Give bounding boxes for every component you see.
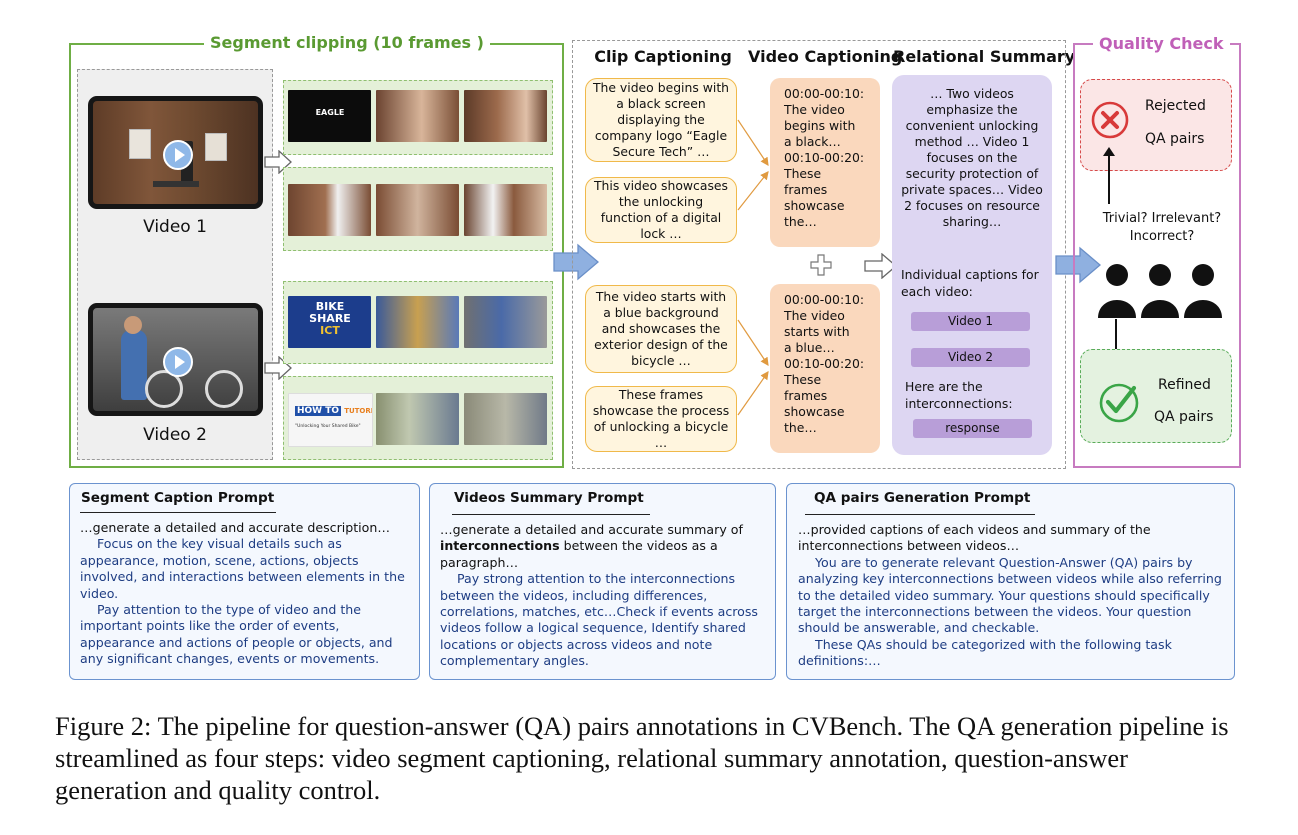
frame-thumbnail[interactable]: [464, 90, 547, 142]
rejected-label-line2: QA pairs: [1145, 131, 1205, 147]
clip-caption-1: The video begins with a black screen dis…: [585, 78, 737, 162]
video-1-pill: Video 1: [911, 312, 1030, 331]
prompt-body: …generate a detailed and accurate summar…: [440, 522, 773, 670]
video-2-label: Video 2: [143, 425, 207, 445]
frames-row-2: [283, 167, 553, 251]
video-2-pill: Video 2: [911, 348, 1030, 367]
prompt-intro-bold: interconnections: [440, 538, 560, 554]
arrow-captions-to-summary: [864, 253, 897, 279]
clip-caption-3: The video starts with a blue background …: [585, 285, 737, 373]
prompt-title: Videos Summary Prompt: [454, 490, 644, 506]
clip-caption-4: These frames showcase the process of unl…: [585, 386, 737, 452]
how-to-subtitle: "Unlocking Your Shared Bike": [295, 424, 361, 429]
door-poster: [205, 133, 227, 161]
eagle-logo-icon: EAGLE: [315, 108, 345, 117]
quality-question: Trivial? Irrelevant? Incorrect?: [1102, 211, 1222, 244]
bicycle-wheel: [145, 370, 183, 408]
frame-thumbnail[interactable]: [376, 393, 459, 445]
door-poster: [129, 129, 151, 159]
video-1-label: Video 1: [143, 217, 207, 237]
prompt-intro: …generate a detailed and accurate summar…: [440, 522, 773, 571]
rejected-label-line1: Rejected: [1145, 98, 1206, 114]
reviewers-icon: [1098, 264, 1222, 318]
prompt-paragraph: Pay attention to the type of video and t…: [80, 602, 393, 667]
frames-row-4: HOW TO TUTORIAL "Unlocking Your Shared B…: [283, 376, 553, 460]
frame-thumbnail[interactable]: EAGLE: [288, 90, 371, 142]
prompt-title: Segment Caption Prompt: [81, 490, 275, 506]
segment-caption-prompt: Segment Caption Prompt …generate a detai…: [69, 483, 420, 680]
frame-thumbnail[interactable]: [464, 296, 547, 348]
arrow-segment-to-captioning: [553, 243, 600, 281]
video-captioning-title: Video Captioning: [748, 47, 903, 66]
individual-captions-label: Individual captions for each video:: [901, 267, 1039, 299]
prompt-paragraph: These QAs should be categorized with the…: [798, 636, 1172, 669]
prompt-title-underline: [805, 514, 1035, 516]
bike-share-word: BIKE: [315, 300, 345, 313]
person-figure: [121, 330, 147, 400]
prompt-intro-a: …generate a detailed and accurate summar…: [440, 522, 743, 537]
relational-summary-text: … Two videos emphasize the convenient un…: [901, 86, 1043, 229]
prompt-paragraph: Focus on the key visual details such as …: [80, 536, 405, 601]
frame-thumbnail[interactable]: BIKE SHARE ICT: [288, 296, 371, 348]
how-to-word: HOW TO: [295, 406, 342, 416]
video-2-thumbnail[interactable]: [88, 303, 263, 416]
video-1-thumbnail[interactable]: [88, 96, 263, 209]
frame-thumbnail[interactable]: [288, 184, 371, 236]
frame-thumbnail[interactable]: [464, 393, 547, 445]
clip-caption-2: This video showcases the unlocking funct…: [585, 177, 737, 243]
caption-connectors: [737, 119, 769, 416]
figure-caption: Figure 2: The pipeline for question-answ…: [55, 711, 1229, 805]
prompt-body: …generate a detailed and accurate descri…: [80, 520, 415, 668]
prompt-intro-b: between the videos as a paragraph…: [440, 538, 718, 570]
frames-row-3: BIKE SHARE ICT: [283, 281, 553, 364]
tutorial-word: TUTORIAL: [344, 407, 373, 415]
response-pill: response: [913, 419, 1032, 438]
prompt-intro: …generate a detailed and accurate descri…: [80, 520, 390, 535]
how-to-logo-text: HOW TO TUTORIAL: [295, 406, 373, 416]
prompt-title-underline: [452, 514, 650, 516]
qa-generation-prompt: QA pairs Generation Prompt …provided cap…: [786, 483, 1235, 680]
frame-thumbnail[interactable]: [376, 184, 459, 236]
video-caption-1: 00:00-00:10: The video begins with a bla…: [770, 78, 880, 247]
relational-summary-box: [892, 75, 1052, 455]
refined-check-icon: [1099, 383, 1139, 423]
frame-thumbnail[interactable]: [464, 184, 547, 236]
arrow-up-to-rejected: [1103, 147, 1115, 204]
bike-share-word: ICT: [320, 324, 340, 337]
bike-share-word: SHARE: [309, 312, 351, 325]
prompt-title: QA pairs Generation Prompt: [814, 490, 1031, 506]
prompt-title-underline: [80, 512, 276, 514]
interconnections-label: Here are the interconnections:: [905, 379, 1013, 411]
bike-share-logo-text: BIKE SHARE ICT: [294, 301, 366, 337]
play-icon[interactable]: [162, 346, 193, 377]
rejected-x-icon: [1091, 101, 1129, 139]
prompt-paragraph: You are to generate relevant Question-An…: [798, 554, 1222, 636]
person-head: [124, 316, 142, 334]
frame-thumbnail[interactable]: [376, 90, 459, 142]
segment-clipping-title: Segment clipping (10 frames ): [204, 33, 490, 52]
bicycle-wheel: [205, 370, 243, 408]
plus-icon: [810, 254, 832, 276]
refined-box: [1080, 349, 1232, 443]
prompt-intro: …provided captions of each videos and su…: [798, 522, 1151, 554]
frame-thumbnail[interactable]: HOW TO TUTORIAL "Unlocking Your Shared B…: [288, 393, 373, 447]
quality-check-title: Quality Check: [1093, 34, 1230, 53]
video-caption-2: 00:00-00:10: The video starts with a blu…: [770, 284, 880, 453]
refined-label-line2: QA pairs: [1154, 409, 1214, 425]
prompt-body: …provided captions of each videos and su…: [798, 522, 1230, 670]
prompt-paragraph: Pay strong attention to the interconnect…: [440, 571, 758, 669]
captioning-panel: [572, 40, 1066, 469]
door-handle: [153, 181, 199, 187]
refined-label-line1: Refined: [1158, 377, 1211, 393]
play-icon[interactable]: [162, 139, 193, 170]
arrow-summary-to-quality: [1055, 246, 1102, 284]
frames-row-1: EAGLE: [283, 80, 553, 155]
relational-summary-title: Relational Summary: [893, 47, 1076, 66]
videos-summary-prompt: Videos Summary Prompt …generate a detail…: [429, 483, 776, 680]
frame-thumbnail[interactable]: [376, 296, 459, 348]
clip-captioning-title: Clip Captioning: [594, 47, 732, 66]
